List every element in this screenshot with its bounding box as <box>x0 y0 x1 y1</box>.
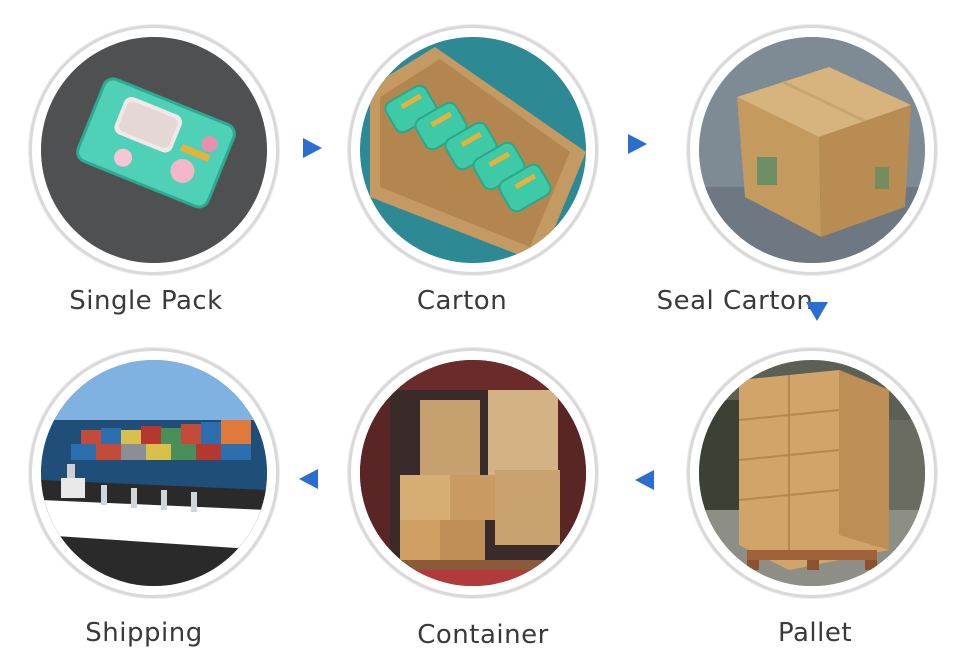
pallet-photo-frame <box>687 348 937 598</box>
triangle-left-icon <box>635 470 654 490</box>
step-label-container: Container <box>417 620 549 650</box>
single-pack-photo-frame <box>29 25 279 275</box>
carton-photo-frame <box>348 25 598 275</box>
seal-carton-photo <box>699 37 925 263</box>
step-label-shipping: Shipping <box>85 618 203 648</box>
triangle-down-icon <box>806 302 828 321</box>
step-label-pallet: Pallet <box>777 618 853 648</box>
triangle-right-icon <box>303 138 322 158</box>
step-label-single-pack: Single Pack <box>69 286 223 316</box>
triangle-right-icon <box>628 134 647 154</box>
shipping-photo-frame <box>29 348 279 598</box>
seal-carton-photo-frame <box>687 25 937 275</box>
shipping-photo <box>41 360 267 586</box>
step-label-carton: Carton <box>416 286 508 316</box>
step-label-seal-carton: Seal Carton <box>656 286 814 316</box>
container-photo-frame <box>348 348 598 598</box>
pallet-photo <box>699 360 925 586</box>
carton-photo <box>360 37 586 263</box>
single-pack-photo <box>41 37 267 263</box>
container-photo <box>360 360 586 586</box>
triangle-left-icon <box>299 469 318 489</box>
